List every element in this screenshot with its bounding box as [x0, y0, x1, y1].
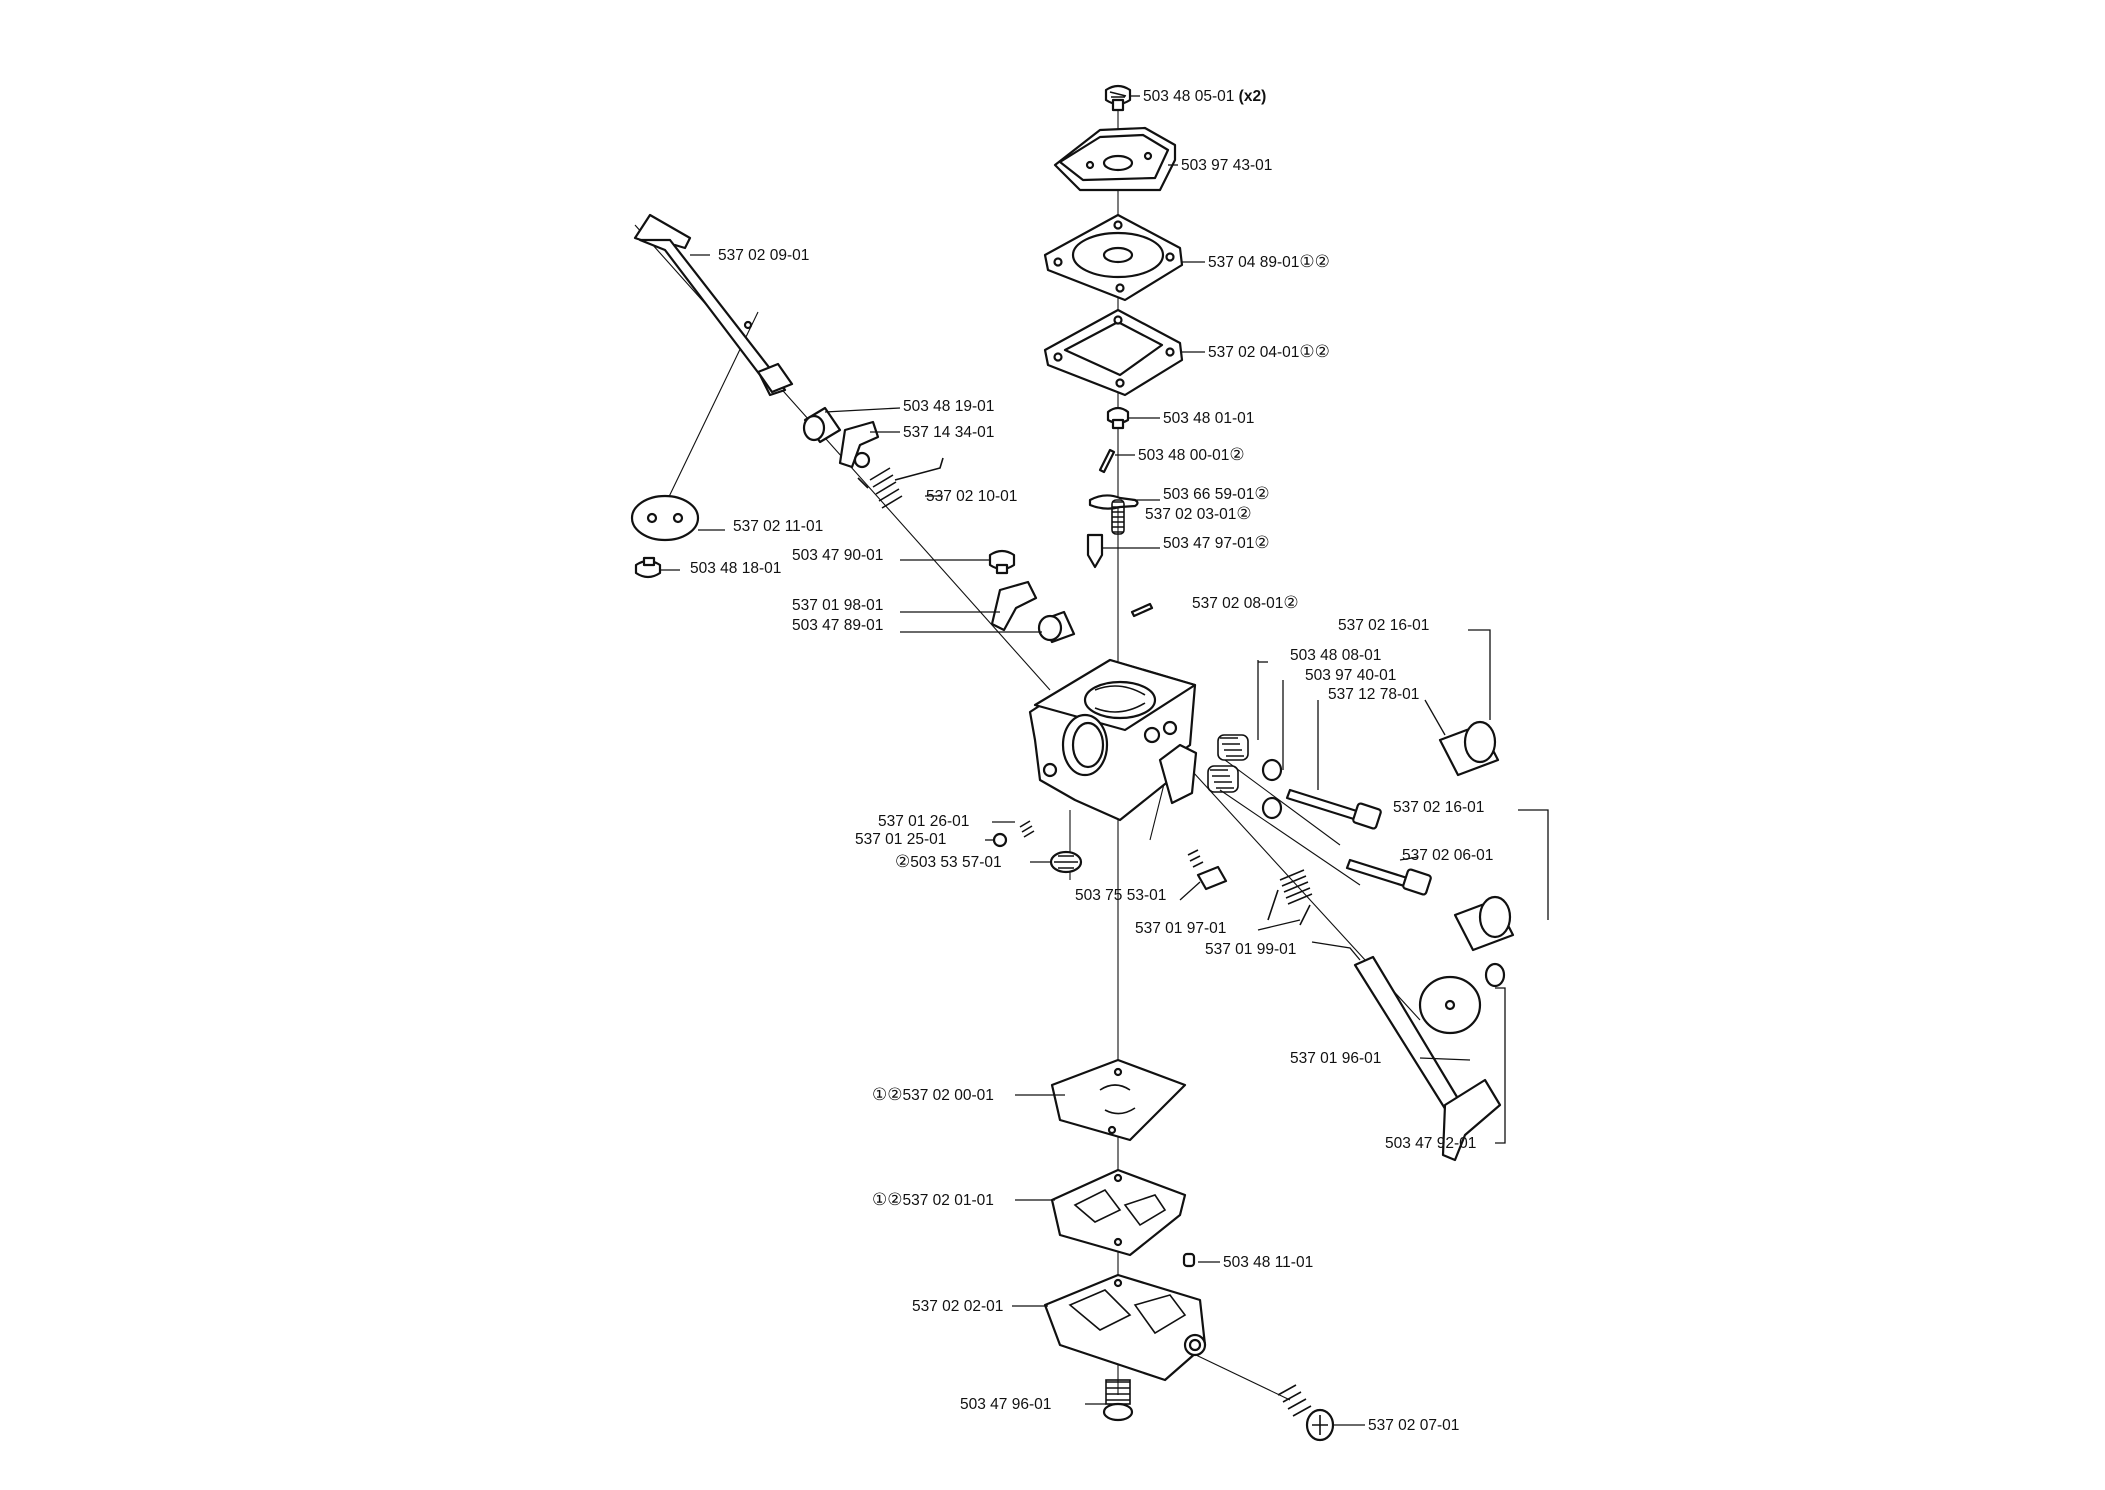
- part-label-537-02-10-01: 537 02 10-01: [926, 488, 1017, 505]
- pump-diaphragm-part: [1050, 1058, 1187, 1142]
- part-label-503-48-19-01: 503 48 19-01: [903, 398, 994, 415]
- detent-spring-part: [1019, 820, 1035, 838]
- pump-gasket-part: [1050, 1168, 1187, 1257]
- part-label-503-48-05-01: 503 48 05-01 (x2): [1143, 88, 1266, 105]
- part-label-537-02-04-01: 537 02 04-01①②: [1208, 342, 1330, 362]
- part-label-503-47-97-01: 503 47 97-01②: [1163, 533, 1270, 553]
- part-label-537-01-99-01: 537 01 99-01: [1205, 941, 1296, 958]
- adjust-springs-part: [1207, 734, 1249, 793]
- inlet-fitting-part: [1277, 1384, 1335, 1442]
- fuel-screen-part: [1049, 850, 1083, 874]
- part-label-537-02-07-01: 537 02 07-01: [1368, 1417, 1459, 1434]
- part-label-537-02-01-01: ①②537 02 01-01: [872, 1190, 994, 1210]
- part-label-503-48-08-01: 503 48 08-01: [1290, 647, 1381, 664]
- part-label-537-01-96-01: 537 01 96-01: [1290, 1050, 1381, 1067]
- choke-shaft-part: [1353, 955, 1502, 1162]
- lever-screw-left-part: [988, 549, 1016, 575]
- part-label-537-02-09-01: 537 02 09-01: [718, 247, 809, 264]
- limiter-cap-upper-part: [1438, 720, 1500, 777]
- limiter-cap-lower-part: [1453, 895, 1515, 952]
- low-needle-part: [1345, 858, 1432, 896]
- part-label-503-47-92-01: 503 47 92-01: [1385, 1135, 1476, 1152]
- pump-screw-part: [1102, 1379, 1134, 1422]
- assembly-axes: [634, 110, 1421, 1401]
- part-label-537-14-34-01: 537 14 34-01: [903, 424, 994, 441]
- part-label-537-01-98-01: 537 01 98-01: [792, 597, 883, 614]
- part-label-503-47-89-01: 503 47 89-01: [792, 617, 883, 634]
- o-rings-part: [1261, 758, 1283, 820]
- part-label-503-97-40-01: 503 97 40-01: [1305, 667, 1396, 684]
- detent-ball-part: [992, 832, 1008, 848]
- part-label-537-02-08-01: 537 02 08-01②: [1192, 593, 1299, 613]
- part-label-537-02-03-01: 537 02 03-01②: [1145, 504, 1252, 524]
- choke-spring-part: [1267, 869, 1313, 926]
- pump-plug-part: [1182, 1252, 1196, 1268]
- choke-screw-part: [1484, 962, 1506, 988]
- throttle-lever-part: [838, 420, 880, 469]
- part-label-503-48-11-01: 503 48 11-01: [1223, 1254, 1313, 1271]
- cover-plate-part: [1053, 126, 1177, 192]
- part-label-503-48-01-01: 503 48 01-01: [1163, 410, 1254, 427]
- metering-spring-part: [1111, 499, 1125, 535]
- part-label-503-66-59-01: 503 66 59-01②: [1163, 484, 1270, 504]
- dowel-pin-part: [1130, 602, 1154, 618]
- throttle-shaft-part: [633, 213, 794, 397]
- part-label-503-75-53-01: 503 75 53-01: [1075, 887, 1166, 904]
- part-label-537-02-11-01: 537 02 11-01: [733, 518, 823, 535]
- part-label-537-01-26-01: 537 01 26-01: [878, 813, 969, 830]
- part-label-537-02-00-01: ①②537 02 00-01: [872, 1085, 994, 1105]
- part-label-537-12-78-01: 537 12 78-01: [1328, 686, 1419, 703]
- part-label-503-48-18-01: 503 48 18-01: [690, 560, 781, 577]
- part-label-503-53-57-01: ②503 53 57-01: [895, 852, 1002, 872]
- part-label-503-48-00-01: 503 48 00-01②: [1138, 445, 1245, 465]
- inlet-needle-part: [1086, 533, 1104, 569]
- idle-lever-part: [990, 580, 1038, 632]
- leader-lines: [660, 95, 1549, 1426]
- choke-plate-part: [1418, 975, 1482, 1035]
- top-screw-part: [1104, 84, 1132, 112]
- part-label-537-02-16-01-upper: 537 02 16-01: [1338, 617, 1429, 634]
- metering-gasket-part: [1043, 308, 1184, 397]
- part-label-503-97-43-01: 503 97 43-01: [1181, 157, 1272, 174]
- high-needle-part: [1285, 788, 1382, 830]
- part-labels: 503 48 05-01 (x2) 503 97 43-01 537 04 89…: [690, 88, 1493, 1434]
- part-label-503-47-90-01: 503 47 90-01: [792, 547, 883, 564]
- idle-bushing-part: [1037, 610, 1076, 644]
- throttle-spring-part: [857, 457, 944, 509]
- part-label-537-04-89-01: 537 04 89-01①②: [1208, 252, 1330, 272]
- part-label-537-01-25-01: 537 01 25-01: [855, 831, 946, 848]
- part-label-537-02-06-01: 537 02 06-01: [1402, 847, 1493, 864]
- throttle-plate-screw-part: [634, 556, 662, 579]
- lever-pin-part: [1098, 448, 1116, 474]
- metering-diaphragm-part: [1043, 213, 1184, 302]
- throttle-plate-part: [630, 494, 700, 542]
- part-label-537-02-16-01-lower: 537 02 16-01: [1393, 799, 1484, 816]
- part-label-503-47-96-01: 503 47 96-01: [960, 1396, 1051, 1413]
- part-label-537-02-02-01: 537 02 02-01: [912, 1298, 1003, 1315]
- pump-cover-part: [1043, 1273, 1207, 1382]
- lever-screw-part: [1106, 406, 1130, 430]
- throttle-bushing-part: [802, 406, 842, 444]
- carburetor-body-part: [1028, 658, 1198, 822]
- part-label-537-01-97-01: 537 01 97-01: [1135, 920, 1226, 937]
- idle-screw-part: [1187, 849, 1228, 891]
